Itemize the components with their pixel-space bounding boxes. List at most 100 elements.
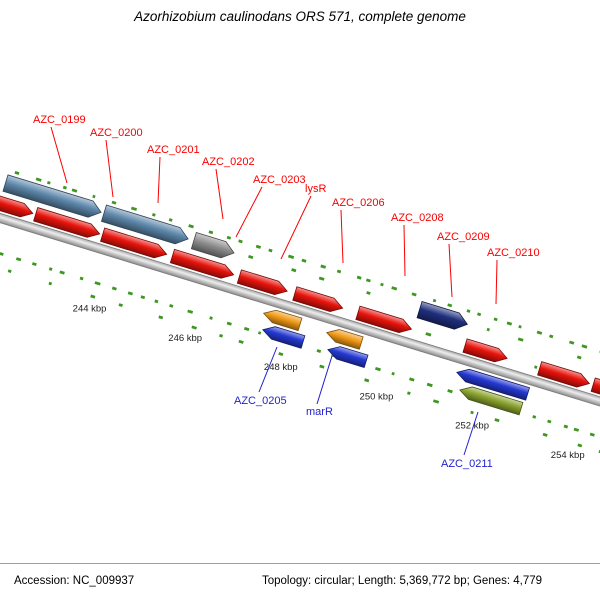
minor-tick-dash	[238, 239, 243, 244]
minor-tick-dash	[14, 171, 20, 175]
gene-label-azc_0206[interactable]: AZC_0206	[332, 197, 385, 209]
minor-tick-dash	[168, 218, 173, 222]
minor-tick-dash	[188, 224, 194, 229]
minor-tick-dash	[563, 424, 569, 429]
minor-tick-dash	[319, 364, 325, 369]
minor-tick-dash	[391, 372, 395, 376]
gene-label-azc_0209[interactable]: AZC_0209	[437, 231, 490, 243]
gene-arrow[interactable]	[455, 366, 531, 401]
minor-tick-dash	[48, 281, 53, 286]
minor-tick-dash	[92, 194, 96, 199]
minor-tick-dash	[432, 399, 440, 404]
gene-label-marr[interactable]: marR	[306, 406, 333, 418]
gene-label-azc_0202[interactable]: AZC_0202	[202, 156, 255, 168]
minor-tick-dash	[62, 185, 67, 190]
minor-tick-dash	[320, 264, 327, 269]
minor-tick-dash	[243, 326, 250, 332]
gene-label-azc_0200[interactable]: AZC_0200	[90, 127, 143, 139]
label-leader-line	[448, 243, 453, 298]
minor-tick-dash	[577, 443, 583, 448]
gene-label-azc_0211[interactable]: AZC_0211	[441, 458, 493, 470]
minor-tick-dash	[534, 365, 538, 369]
gene-arrow-marr[interactable]	[326, 343, 369, 369]
minor-tick-dash	[569, 340, 575, 345]
gene-arrow[interactable]	[0, 190, 35, 220]
gene-arrow-azc_0205[interactable]	[261, 324, 306, 349]
minor-tick-dash	[248, 254, 254, 260]
minor-tick-dash	[111, 200, 117, 205]
minor-tick-dash	[140, 295, 146, 300]
gene-arrow-azc_0208[interactable]	[355, 305, 414, 336]
gene-arrow-azc_0202[interactable]	[190, 232, 236, 262]
minor-tick-dash	[517, 337, 524, 342]
minor-tick-dash	[268, 248, 273, 253]
scale-tick-label: 248 kbp	[264, 362, 298, 373]
gene-label-azc_0203[interactable]: AZC_0203	[253, 174, 306, 186]
gene-arrow[interactable]	[537, 361, 592, 391]
gene-arrow-azc_0199[interactable]	[2, 174, 104, 220]
minor-tick-dash	[409, 377, 415, 382]
minor-tick-dash	[380, 282, 384, 287]
gene-arrow-azc_0210[interactable]	[462, 338, 509, 365]
gene-label-azc_0199[interactable]: AZC_0199	[33, 114, 86, 126]
label-leader-line	[215, 168, 224, 220]
label-leader-line	[463, 411, 479, 456]
minor-tick-dash	[425, 332, 432, 337]
minor-tick-dash	[187, 309, 194, 314]
minor-tick-dash	[432, 298, 437, 303]
minor-tick-dash	[391, 286, 398, 291]
minor-tick-dash	[226, 321, 232, 326]
minor-tick-dash	[291, 268, 297, 273]
gene-arrow-azc_0206[interactable]	[292, 286, 345, 315]
minor-tick-dash	[226, 235, 232, 240]
gene-arrow-azc_0201[interactable]	[100, 227, 169, 261]
minor-tick-dash	[375, 366, 381, 372]
minor-tick-dash	[130, 206, 138, 211]
label-leader-line	[105, 139, 114, 198]
gene-arrow[interactable]	[325, 326, 364, 350]
minor-tick-dash	[316, 349, 322, 353]
gene-label-azc_0208[interactable]: AZC_0208	[391, 212, 444, 224]
minor-tick-dash	[15, 257, 22, 262]
gene-label-lysr[interactable]: lysR	[305, 183, 326, 195]
minor-tick-dash	[118, 303, 123, 307]
scale-tick-label: 250 kbp	[360, 391, 394, 402]
minor-tick-dash	[470, 410, 474, 415]
minor-tick-dash	[31, 262, 37, 267]
gene-label-azc_0205[interactable]: AZC_0205	[234, 395, 287, 407]
label-leader-line	[280, 195, 312, 260]
minor-tick-dash	[547, 419, 552, 424]
minor-tick-dash	[154, 299, 159, 304]
minor-tick-dash	[364, 378, 370, 383]
gene-arrow-lysr[interactable]	[236, 269, 289, 298]
gene-arrow[interactable]	[33, 207, 102, 241]
scale-tick-label: 252 kbp	[455, 421, 489, 432]
minor-tick-dash	[356, 275, 362, 280]
gene-arrow-azc_0209[interactable]	[416, 301, 470, 333]
gene-label-azc_0210[interactable]: AZC_0210	[487, 247, 540, 259]
minor-tick-dash	[59, 270, 65, 275]
minor-tick-dash	[366, 291, 371, 295]
minor-tick-dash	[191, 325, 197, 330]
minor-tick-dash	[35, 177, 42, 182]
minor-tick-dash	[48, 267, 53, 271]
gene-arrow-azc_0200[interactable]	[100, 204, 190, 247]
gene-arrow-azc_0211[interactable]	[458, 384, 524, 416]
gene-arrow[interactable]	[590, 377, 600, 404]
gene-label-azc_0201[interactable]: AZC_0201	[147, 144, 200, 156]
minor-tick-dash	[426, 382, 433, 388]
minor-tick-dash	[336, 269, 342, 274]
genome-track	[0, 171, 600, 455]
scale-tick-label: 244 kbp	[73, 304, 107, 315]
gene-arrow[interactable]	[262, 307, 303, 332]
minor-tick-dash	[90, 294, 96, 299]
minor-tick-dash	[466, 309, 471, 313]
minor-tick-dash	[46, 180, 51, 185]
minor-tick-dash	[287, 254, 295, 259]
label-leader-line	[235, 186, 263, 238]
gene-arrow-azc_0203[interactable]	[169, 248, 235, 281]
label-leader-line	[403, 224, 406, 277]
minor-tick-dash	[208, 230, 214, 235]
